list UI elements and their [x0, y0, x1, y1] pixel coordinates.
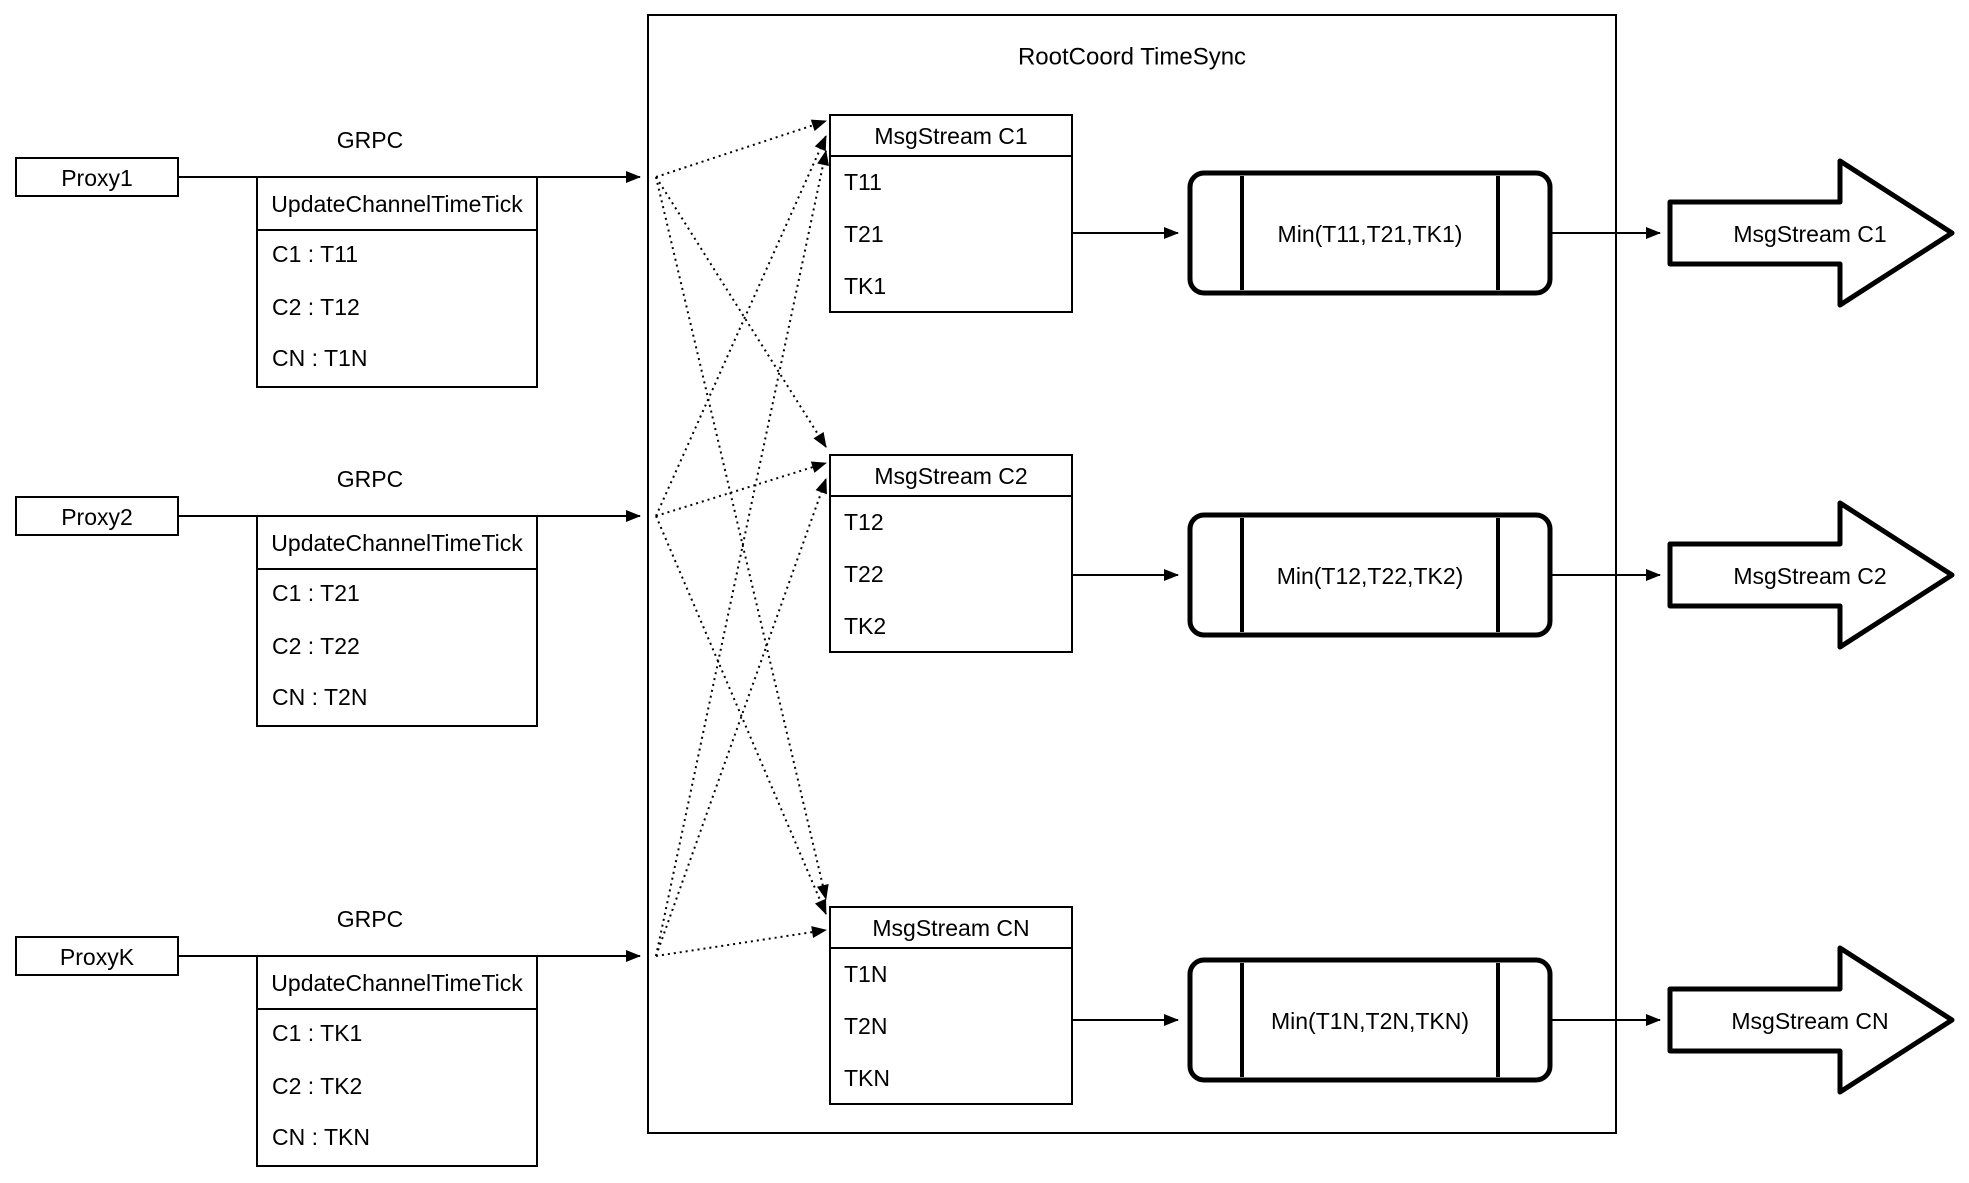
proxy1-timetick-table [256, 176, 538, 388]
proxy1-label: Proxy1 [61, 165, 133, 191]
proxyk-table-header: UpdateChannelTimeTick [271, 970, 523, 996]
msgstream-c2-tick-3: TK2 [844, 613, 886, 639]
msgstream-cn-header: MsgStream CN [872, 915, 1029, 941]
msgstream-c2-tick-2: T22 [844, 561, 884, 587]
proxy2-group: GRPC Proxy2 UpdateChannelTimeTick C1 : T… [15, 466, 641, 727]
proxyk-row-c1: C1 : TK1 [272, 1020, 362, 1046]
link-proxyk-to-c1 [655, 150, 829, 957]
proxy1-table-header: UpdateChannelTimeTick [271, 191, 523, 217]
msgstream-cn-table [829, 906, 1073, 1105]
proxy1-row-cn: CN : T1N [272, 345, 367, 371]
proxy2-row-c1: C1 : T21 [272, 580, 360, 606]
grpc-label-2: GRPC [337, 466, 403, 492]
msgstream-c2-header: MsgStream C2 [874, 463, 1027, 489]
link-proxy1-to-cn [655, 176, 829, 900]
proxy1-group: GRPC Proxy1 UpdateChannelTimeTick C1 : T… [15, 127, 641, 388]
proxy1-row-c1: C1 : T11 [272, 241, 358, 267]
link-proxyk-to-c2 [655, 478, 827, 957]
proxy2-row-cn: CN : T2N [272, 684, 367, 710]
proxy1-row-c2: C2 : T12 [272, 294, 360, 320]
proxy2-timetick-table [256, 515, 538, 727]
min-cn-label: Min(T1N,T2N,TKN) [1271, 1008, 1469, 1034]
min-c2-label: Min(T12,T22,TK2) [1277, 563, 1464, 589]
msgstream-c1-table [829, 114, 1073, 313]
rootcoord-title: RootCoord TimeSync [1018, 44, 1246, 71]
msgstream-c2-tick-1: T12 [844, 509, 884, 535]
proxyk-row-c2: C2 : TK2 [272, 1073, 362, 1099]
output-msgstream-c1-label: MsgStream C1 [1733, 221, 1886, 247]
msgstream-cn-tick-1: T1N [844, 961, 887, 987]
min-c1-label: Min(T11,T21,TK1) [1278, 221, 1463, 247]
msgstream-c1-tick-2: T21 [844, 221, 884, 247]
stream-cn-group: MsgStream CN T1N T2N TKN Min(T1N,T2N,TKN… [829, 906, 1955, 1105]
output-msgstream-c2-arrow [1667, 500, 1955, 650]
output-msgstream-c2-label: MsgStream C2 [1733, 563, 1886, 589]
proxyk-timetick-table [256, 955, 538, 1167]
proxy1-node [15, 157, 179, 197]
link-proxy2-to-cn [655, 515, 827, 915]
proxyk-label: ProxyK [60, 944, 135, 970]
msgstream-cn-tick-3: TKN [844, 1065, 890, 1091]
msgstream-c2-table [829, 454, 1073, 653]
output-msgstream-cn-arrow [1667, 945, 1955, 1095]
proxy2-label: Proxy2 [61, 504, 133, 530]
proxy2-table-header: UpdateChannelTimeTick [271, 530, 523, 556]
msgstream-c1-tick-3: TK1 [844, 273, 886, 299]
msgstream-c1-header: MsgStream C1 [874, 123, 1027, 149]
proxyk-node [15, 936, 179, 976]
link-proxyk-to-cn [655, 926, 827, 957]
grpc-label-1: GRPC [337, 127, 403, 153]
proxy2-row-c2: C2 : T22 [272, 633, 360, 659]
msgstream-c1-tick-1: T11 [844, 169, 882, 195]
grpc-label-3: GRPC [337, 906, 403, 932]
output-msgstream-c1-arrow [1667, 158, 1955, 308]
msgstream-cn-tick-2: T2N [844, 1013, 887, 1039]
stream-c2-group: MsgStream C2 T12 T22 TK2 Min(T12,T22,TK2… [829, 454, 1955, 653]
proxyk-group: GRPC ProxyK UpdateChannelTimeTick C1 : T… [15, 906, 641, 1167]
proxyk-row-cn: CN : TKN [272, 1124, 370, 1150]
output-msgstream-cn-label: MsgStream CN [1731, 1008, 1888, 1034]
timetick-fanout-links [655, 119, 829, 957]
stream-c1-group: MsgStream C1 T11 T21 TK1 Min(T11,T21,TK1… [829, 114, 1955, 313]
link-proxy1-to-c2 [655, 176, 827, 448]
